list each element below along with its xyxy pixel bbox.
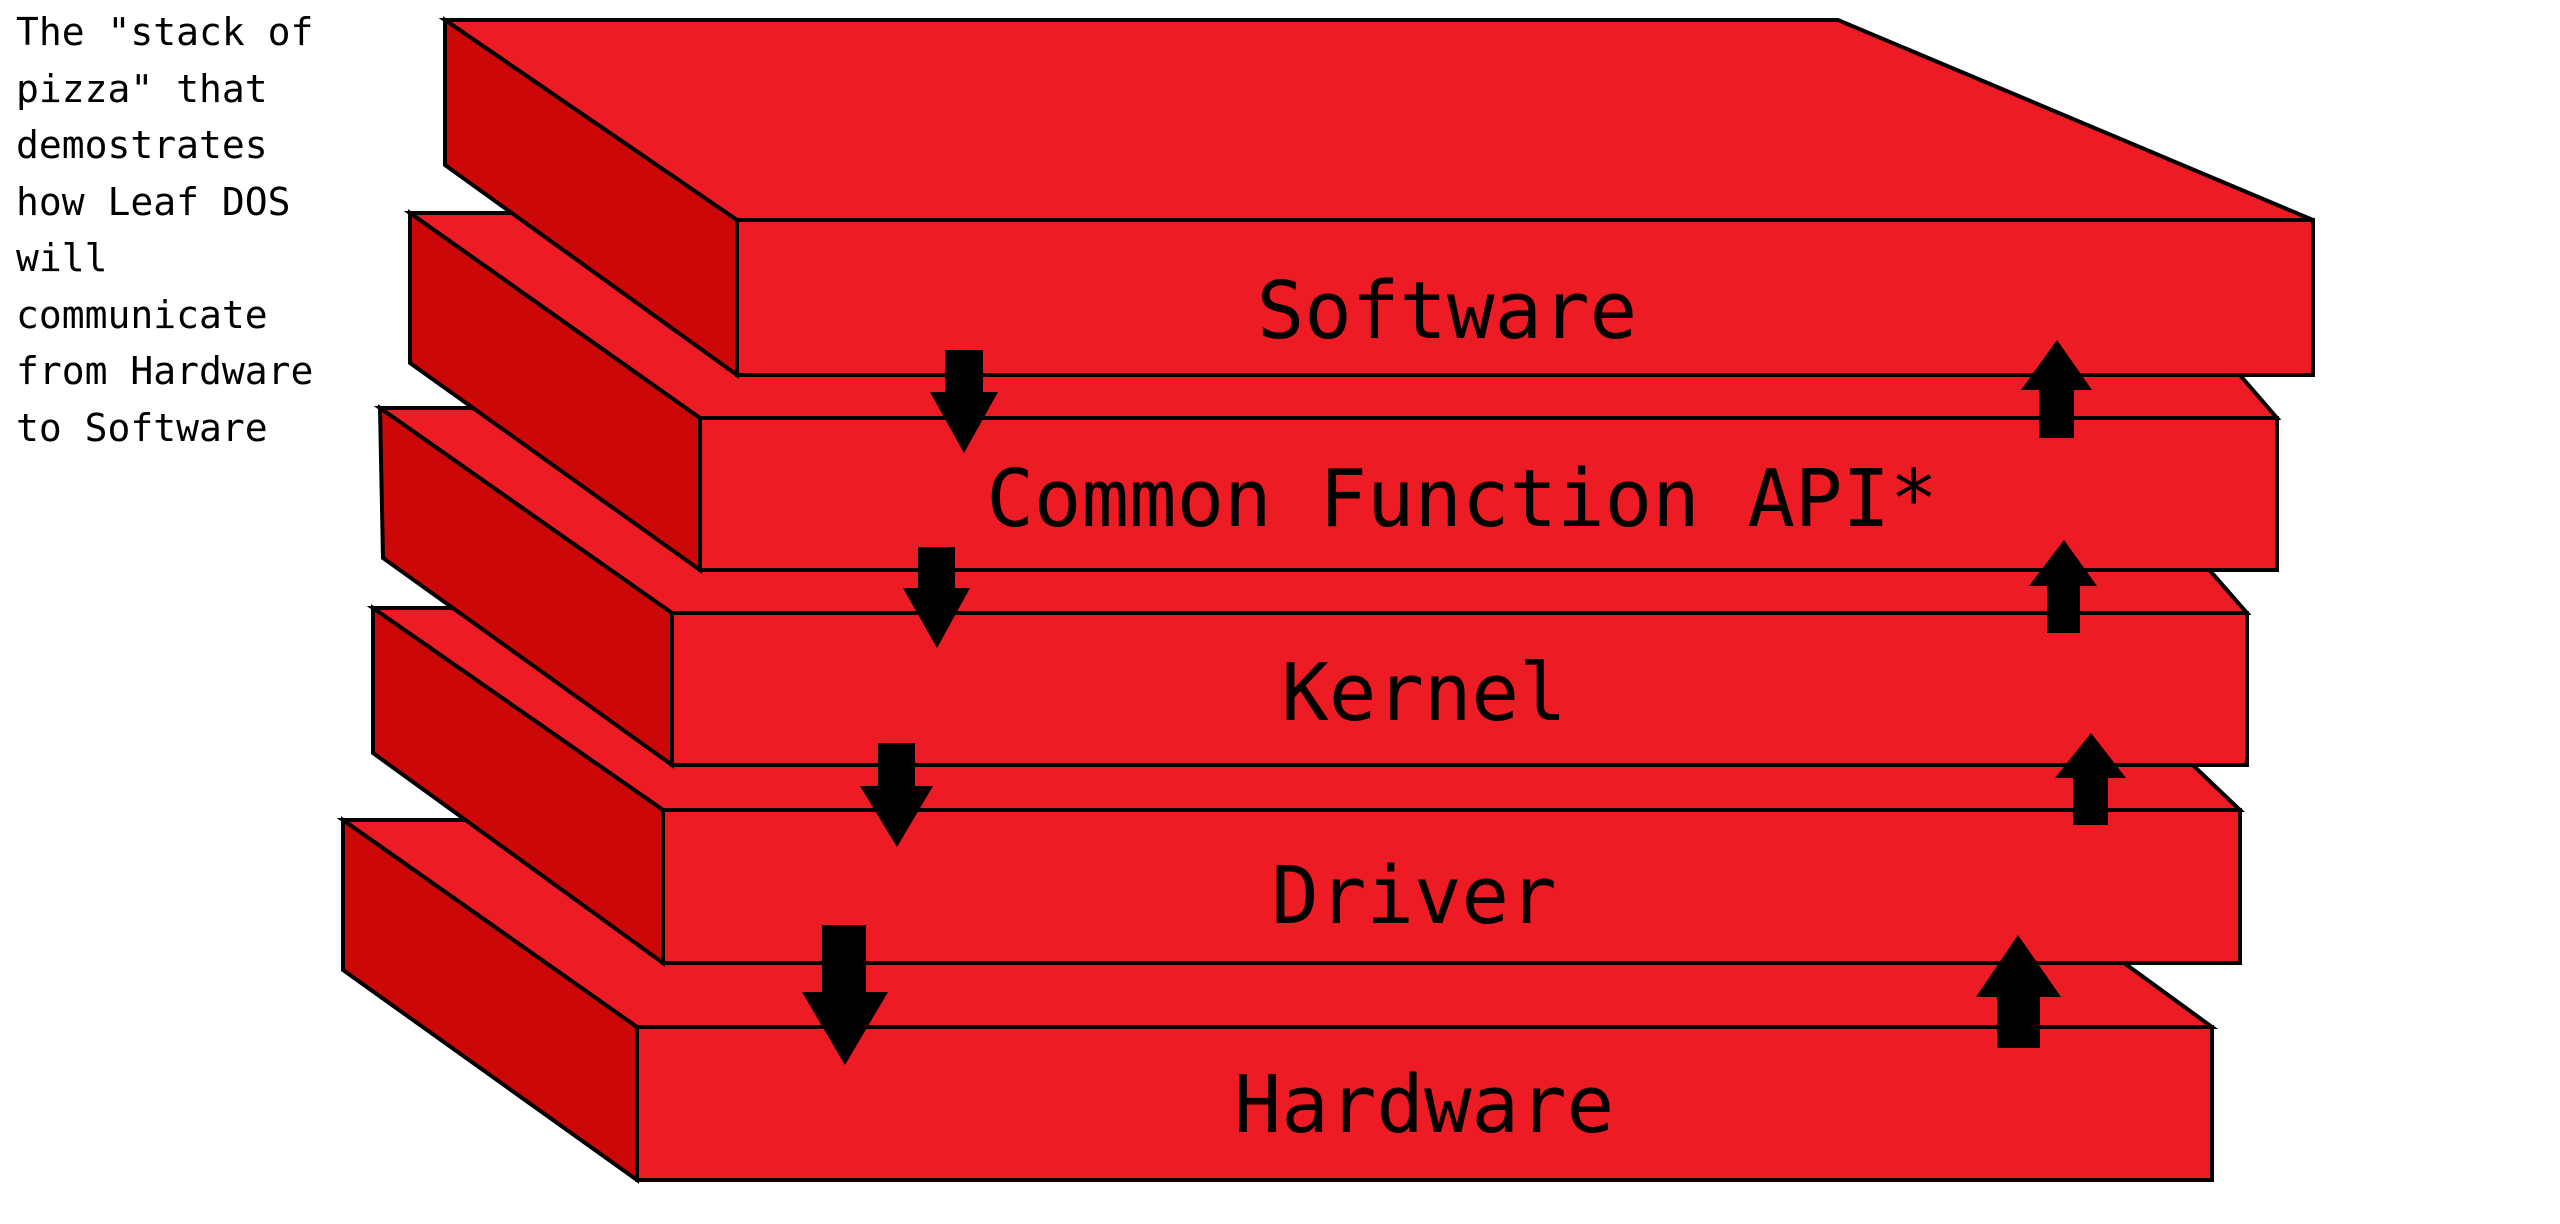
caption-text: The "stack of pizza" that demostrates ho… — [16, 10, 314, 450]
layer-software-front — [735, 218, 2315, 377]
layer-software-top — [438, 18, 2314, 222]
layer-kernel-label: Kernel — [1281, 647, 1566, 739]
layer-hardware-label: Hardware — [1234, 1059, 1615, 1151]
down-arrow-icon — [930, 350, 998, 453]
up-arrow-icon — [1976, 935, 2061, 1048]
layer-api-label: Common Function API* — [986, 453, 1937, 545]
layer-driver-front — [661, 808, 2242, 965]
layer-hardware-front — [635, 1025, 2214, 1182]
layer-software: Software — [438, 16, 2315, 379]
layer-driver-label: Driver — [1271, 850, 1556, 942]
up-arrow-icon — [2055, 733, 2126, 825]
down-arrow-icon — [802, 925, 888, 1065]
down-arrow-icon — [860, 743, 933, 847]
down-arrow-icon — [903, 547, 970, 648]
up-arrow-icon — [2021, 340, 2092, 438]
layer-software-label: Software — [1257, 265, 1638, 357]
up-arrow-icon — [2029, 540, 2097, 633]
